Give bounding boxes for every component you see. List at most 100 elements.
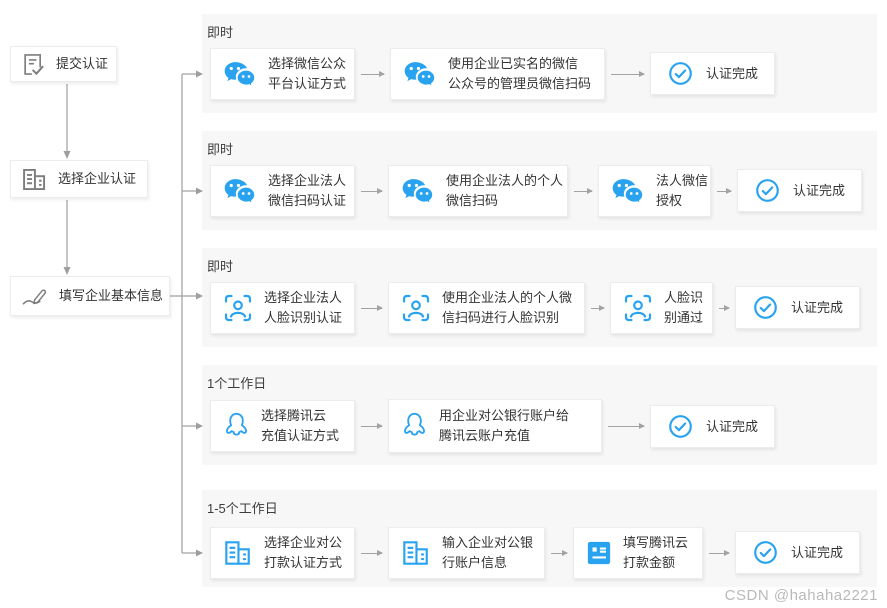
flow-step-text-line: 认证完成 (706, 65, 759, 81)
flow-step-text: 人脸识别通过 (664, 288, 703, 328)
flow-step-box: 选择企业对公打款认证方式 (210, 527, 355, 579)
flow-arrow-icon (709, 550, 730, 556)
flow-step-text: 使用企业已实名的微信公众号的管理员微信扫码 (448, 54, 591, 94)
flow-arrow-icon (717, 188, 732, 194)
flow-step-text-line: 选择企业对公 (264, 535, 343, 550)
flow-step-text: 使用企业法人的个人微信扫码 (446, 171, 563, 211)
flow-step-text: 选择企业法人人脸识别认证 (264, 288, 342, 328)
row-duration-label: 即时 (207, 25, 234, 40)
flow-step-text-line: 认证完成 (793, 182, 846, 198)
flow-step-text: 认证完成 (706, 417, 758, 437)
flow-step-text: 认证完成 (793, 181, 845, 201)
check-circle-icon (753, 540, 778, 565)
face-recognition-icon (401, 293, 431, 323)
check-circle-icon (668, 61, 693, 86)
flow-step-box: 人脸识别通过 (610, 282, 713, 334)
flow-step-text-line: 行账户信息 (442, 555, 508, 570)
wechat-icon (403, 60, 437, 89)
qq-penguin-icon (401, 411, 428, 442)
flow-step-box: 填写腾讯云打款金额 (573, 527, 703, 579)
flow-arrow-icon (574, 188, 593, 194)
flow-step-text: 选择微信公众平台认证方式 (268, 54, 346, 94)
wechat-icon (611, 177, 645, 206)
flow-step-text-line: 腾讯云账户充值 (439, 428, 531, 443)
flow-step-text: 认证完成 (791, 298, 843, 318)
flow-step-box: 选择微信公众平台认证方式 (210, 48, 355, 100)
flow-step-box: 使用企业已实名的微信公众号的管理员微信扫码 (390, 48, 605, 100)
flow-step-text-line: 充值认证方式 (261, 428, 340, 443)
left-step-1: 提交认证 (10, 46, 117, 82)
flow-step-text: 选择腾讯云充值认证方式 (261, 406, 339, 446)
flow-step-text-line: 信扫码进行人脸识别 (442, 310, 560, 325)
left-step-label: 选择企业认证 (58, 171, 137, 186)
flow-step-text-line: 认证完成 (791, 544, 844, 560)
flow-step-text: 使用企业法人的个人微信扫码进行人脸识别 (442, 288, 572, 328)
bank-building-icon (223, 539, 253, 567)
check-circle-icon (753, 295, 778, 320)
flow-step-text: 输入企业对公银行账户信息 (442, 533, 533, 573)
row-duration-label: 即时 (207, 259, 234, 274)
left-step-label: 提交认证 (56, 56, 109, 71)
flow-step-text-line: 使用企业已实名的微信 (448, 56, 579, 71)
flow-arrow-icon (611, 71, 645, 77)
flow-step-text: 认证完成 (791, 543, 843, 563)
flow-step-text-line: 选择微信公众 (268, 56, 347, 71)
row-duration-label: 1-5个工作日 (207, 501, 278, 516)
flow-step-text-line: 人脸识别认证 (264, 310, 343, 325)
bank-building-icon (401, 539, 431, 567)
document-check-icon (21, 52, 46, 77)
flow-step-text-line: 输入企业对公银 (442, 535, 534, 550)
flow-step-text-line: 填写腾讯云 (623, 535, 689, 550)
flow-arrow-icon (719, 305, 730, 311)
flow-step-text: 用企业对公银行账户给腾讯云账户充值 (439, 406, 569, 446)
face-recognition-icon (623, 293, 653, 323)
form-icon (586, 540, 612, 566)
flow-arrow-icon (361, 305, 383, 311)
wechat-icon (223, 177, 257, 206)
flow-step-text-line: 平台认证方式 (268, 76, 347, 91)
company-building-icon (21, 167, 48, 192)
check-circle-icon (668, 414, 693, 439)
flow-step-text-line: 使用企业法人的个人 (446, 173, 564, 188)
flow-step-text-line: 打款金额 (623, 555, 676, 570)
row-duration-label: 1个工作日 (207, 376, 267, 391)
flow-step-text-line: 使用企业法人的个人微 (442, 290, 573, 305)
flow-step-text: 认证完成 (706, 64, 758, 84)
flow-step-box: 用企业对公银行账户给腾讯云账户充值 (388, 399, 602, 453)
check-circle-icon (755, 178, 780, 203)
qq-penguin-icon (223, 411, 250, 442)
flow-step-box: 法人微信授权 (598, 165, 711, 217)
flow-step-text: 选择企业法人微信扫码认证 (268, 171, 346, 211)
flow-step-text-line: 微信扫码认证 (268, 193, 347, 208)
flow-step-text-line: 微信扫码 (446, 193, 499, 208)
flow-step-box: 选择企业法人微信扫码认证 (210, 165, 355, 217)
wechat-icon (401, 177, 435, 206)
flow-step-text-line: 认证完成 (706, 418, 759, 434)
flow-arrow-icon (361, 71, 385, 77)
flow-arrow-icon (361, 188, 383, 194)
flow-step-box: 认证完成 (737, 169, 862, 212)
flow-step-text-line: 公众号的管理员微信扫码 (448, 76, 592, 91)
flow-step-text-line: 认证完成 (791, 299, 844, 315)
flow-step-text-line: 授权 (656, 193, 683, 208)
flow-step-box: 认证完成 (735, 286, 860, 329)
flow-step-box: 使用企业法人的个人微信扫码进行人脸识别 (388, 282, 585, 334)
left-step-3: 填写企业基本信息 (10, 276, 170, 316)
flow-step-text: 法人微信授权 (656, 171, 708, 211)
flow-arrow-icon (361, 423, 383, 429)
flow-step-box: 使用企业法人的个人微信扫码 (388, 165, 568, 217)
flow-step-box: 选择企业法人人脸识别认证 (210, 282, 355, 334)
flow-arrow-icon (591, 305, 605, 311)
flow-step-text-line: 选择企业法人 (264, 290, 343, 305)
flow-step-text: 填写腾讯云打款金额 (623, 533, 688, 573)
flow-step-box: 认证完成 (650, 52, 775, 95)
flow-step-box: 认证完成 (735, 531, 860, 574)
left-step-2: 选择企业认证 (10, 160, 148, 198)
flow-step-text-line: 法人微信 (656, 173, 709, 188)
flow-step-box: 输入企业对公银行账户信息 (388, 527, 545, 579)
flow-step-text-line: 人脸识 (664, 290, 704, 305)
flow-arrow-icon (361, 550, 383, 556)
flow-step-text-line: 打款认证方式 (264, 555, 343, 570)
flow-step-box: 选择腾讯云充值认证方式 (210, 400, 355, 452)
